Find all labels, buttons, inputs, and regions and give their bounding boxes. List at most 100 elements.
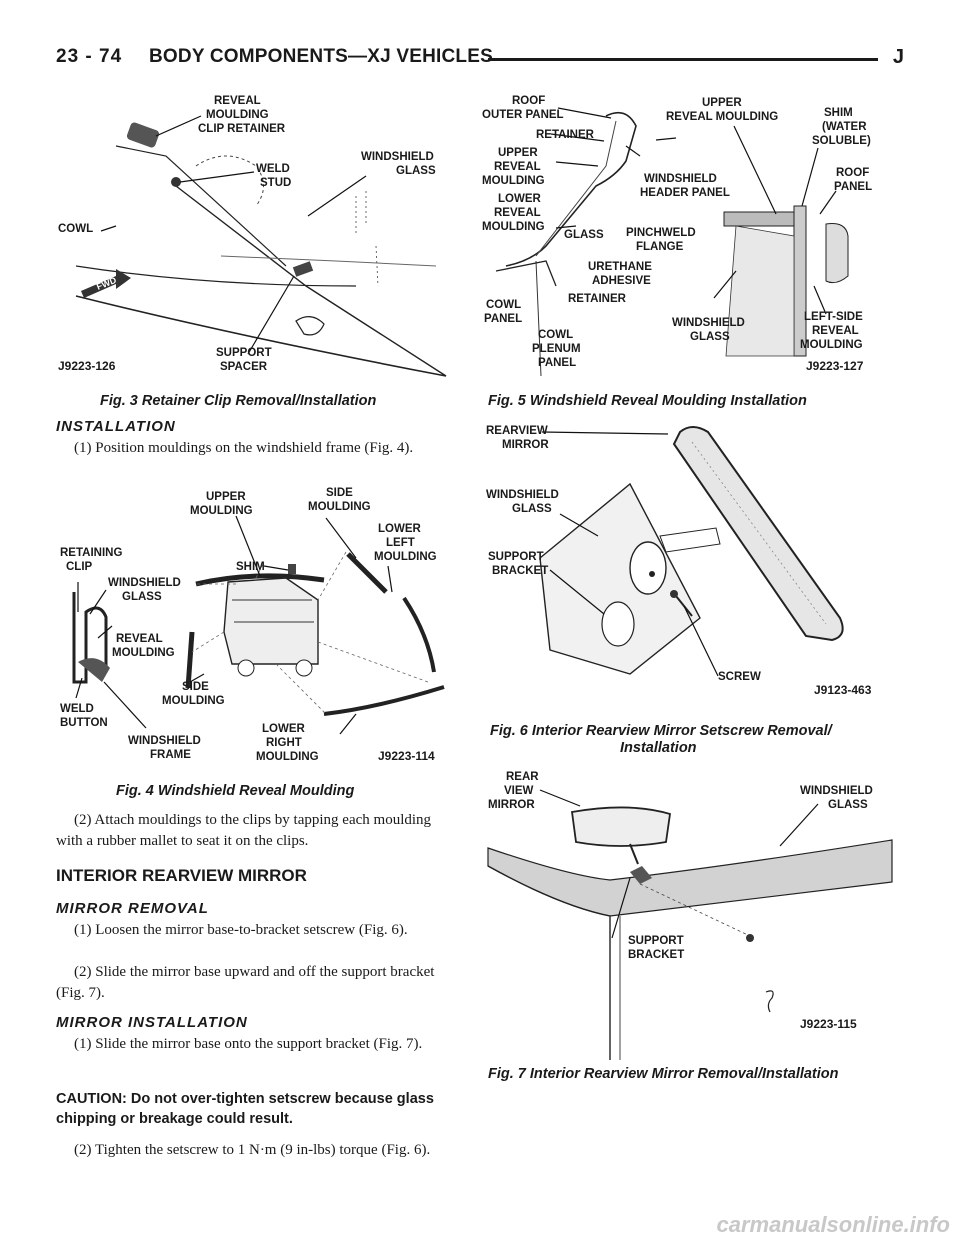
caution-note: CAUTION: Do not over-tighten setscrew be… <box>56 1091 434 1127</box>
fig5-label-plenum: COWL <box>538 329 573 341</box>
fig5-label-header: WINDSHIELD <box>644 173 717 185</box>
fig7-label-rear-2: VIEW <box>504 785 534 797</box>
fig5-label-upper-2: REVEAL <box>494 161 541 173</box>
fig6-label-screw: SCREW <box>718 671 761 683</box>
fig4-label-wg-2: GLASS <box>122 591 162 603</box>
fig5-label-ws-glass: WINDSHIELD <box>672 317 745 329</box>
fig5-label-cowl-2: PANEL <box>484 313 522 325</box>
fig4-label-retaining-2: CLIP <box>66 561 93 573</box>
fig5-label-left-side-2: REVEAL <box>812 325 859 337</box>
fig5-label-shim-2: (WATER <box>822 121 867 133</box>
page-header: 23 - 74 BODY COMPONENTS—XJ VEHICLES J <box>56 46 904 76</box>
fig4-caption: Fig. 4 Windshield Reveal Moulding <box>116 783 355 799</box>
fig3-caption: Fig. 3 Retainer Clip Removal/Installatio… <box>100 393 377 409</box>
fig5-label-cowl: COWL <box>486 299 521 311</box>
fig7-label-support: SUPPORT <box>628 935 684 947</box>
fig4-illustration: UPPER MOULDING SIDE MOULDING LOWER LEFT … <box>56 482 456 774</box>
page-number: 23 - 74 <box>56 46 123 67</box>
fig4-label-retaining: RETAINING <box>60 547 122 559</box>
fig4-label-frame-2: FRAME <box>150 749 191 761</box>
fig6-label-rearview: REARVIEW <box>486 425 548 437</box>
fig7-label-windshield: WINDSHIELD <box>800 785 873 797</box>
fig4-label-lower-left-3: MOULDING <box>374 551 437 563</box>
fig6-label-support-2: BRACKET <box>492 565 548 577</box>
fig5-label-plenum-2: PLENUM <box>532 343 581 355</box>
step-1: (1) Position mouldings on the windshield… <box>74 440 414 456</box>
fig5-label-roof-panel-2: PANEL <box>834 181 872 193</box>
interior-rearview-mirror-heading: INTERIOR REARVIEW MIRROR <box>56 866 307 885</box>
fig5-label-upper-reveal: UPPER <box>702 97 742 109</box>
fig3-label-reveal: REVEAL <box>214 95 261 107</box>
fig5-label-left-side-3: MOULDING <box>800 339 863 351</box>
fig4-label-upper-2: MOULDING <box>190 505 253 517</box>
fig5-code: J9223-127 <box>806 359 864 373</box>
fig4-label-side-left-2: MOULDING <box>162 695 225 707</box>
fig4-label-lower-right-3: MOULDING <box>256 751 319 763</box>
fig6-caption: Fig. 6 Interior Rearview Mirror Setscrew… <box>490 723 832 739</box>
mirror-removal-step-2: (2) Slide the mirror base upward and off… <box>56 964 435 1001</box>
fig3-illustration: FWD REVEAL MOULDING CLIP RETAINER WELD S… <box>56 86 456 386</box>
fig4-label-wg: WINDSHIELD <box>108 577 181 589</box>
fig4-label-shim: SHIM <box>236 561 265 573</box>
fig6-label-rearview-2: MIRROR <box>502 439 549 451</box>
fig5-label-upper-reveal-2: REVEAL MOULDING <box>666 111 778 123</box>
fig7-label-rear-3: MIRROR <box>488 799 535 811</box>
fig4-label-weld-2: BUTTON <box>60 717 108 729</box>
fig4-label-weld: WELD <box>60 703 94 715</box>
fig6-illustration: REARVIEW MIRROR WINDSHIELD GLASS SUPPORT… <box>480 418 904 718</box>
fig4-label-lower-right-2: RIGHT <box>266 737 302 749</box>
fig7-code: J9223-115 <box>800 1017 857 1031</box>
fig6-caption-2: Installation <box>620 740 697 756</box>
fig4-label-upper: UPPER <box>206 491 246 503</box>
watermark: carmanualsonline.info <box>716 1212 951 1237</box>
fig5-label-urethane-2: ADHESIVE <box>592 275 651 287</box>
mirror-install-step-1: (1) Slide the mirror base onto the suppo… <box>74 1036 423 1052</box>
fig4-label-frame: WINDSHIELD <box>128 735 201 747</box>
fig6-code: J9123-463 <box>814 683 872 697</box>
fig5-label-shim: SHIM <box>824 107 853 119</box>
fig5-label-roof-2: OUTER PANEL <box>482 109 564 121</box>
fig5-label-lower: LOWER <box>498 193 541 205</box>
fig5-label-retainer: RETAINER <box>536 129 595 141</box>
fig4-label-side: SIDE <box>326 487 353 499</box>
fig4-label-side-left: SIDE <box>182 681 209 693</box>
fig5-label-upper: UPPER <box>498 147 538 159</box>
fig5-label-pinchweld-2: FLANGE <box>636 241 684 253</box>
fig5-label-header-2: HEADER PANEL <box>640 187 730 199</box>
mirror-install-step-2: (2) Tighten the setscrew to 1 N·m (9 in-… <box>74 1142 431 1158</box>
fig5-label-shim-3: SOLUBLE) <box>812 135 871 147</box>
fig5-label-left-side: LEFT-SIDE <box>804 311 863 323</box>
installation-heading: INSTALLATION <box>56 418 176 435</box>
fwd-label: FWD <box>95 275 118 292</box>
fig5-label-plenum-3: PANEL <box>538 357 576 369</box>
fig4-label-lower-right: LOWER <box>262 723 305 735</box>
fig3-label-weld: WELD <box>256 163 290 175</box>
section-title: BODY COMPONENTS—XJ VEHICLES <box>149 46 493 67</box>
fig4-code: J9223-114 <box>378 749 435 763</box>
fig3-label-support: SUPPORT <box>216 347 272 359</box>
fig5-label-glass: GLASS <box>564 229 604 241</box>
fig5-label-lower-2: REVEAL <box>494 207 541 219</box>
fig4-label-reveal-2: MOULDING <box>112 647 175 659</box>
fig5-illustration: ROOF OUTER PANEL RETAINER UPPER REVEAL M… <box>476 86 904 386</box>
fig5-label-roof-panel: ROOF <box>836 167 869 179</box>
fig7-label-windshield-2: GLASS <box>828 799 868 811</box>
fig7-caption: Fig. 7 Interior Rearview Mirror Removal/… <box>488 1066 839 1082</box>
fig3-code: J9223-126 <box>58 359 116 373</box>
vehicle-mark: J <box>892 46 904 68</box>
fig4-label-lower-left: LOWER <box>378 523 421 535</box>
fig5-label-urethane: URETHANE <box>588 261 652 273</box>
fig3-label-reveal-3: CLIP RETAINER <box>198 123 286 135</box>
fig5-label-roof: ROOF <box>512 95 545 107</box>
mirror-removal-step-1: (1) Loosen the mirror base-to-bracket se… <box>74 922 408 938</box>
fig5-label-pinchweld: PINCHWELD <box>626 227 696 239</box>
fig3-label-cowl: COWL <box>58 223 93 235</box>
fig7-illustration: REAR VIEW MIRROR WINDSHIELD GLASS SUPPOR… <box>480 766 904 1060</box>
fig4-label-side-2: MOULDING <box>308 501 371 513</box>
mirror-removal-heading: MIRROR REMOVAL <box>56 900 209 917</box>
fig4-label-reveal: REVEAL <box>116 633 163 645</box>
fig5-label-retainer-2: RETAINER <box>568 293 627 305</box>
fig6-label-windshield: WINDSHIELD <box>486 489 559 501</box>
mirror-installation-heading: MIRROR INSTALLATION <box>56 1014 248 1031</box>
fig3-label-windshield-2: GLASS <box>396 165 436 177</box>
